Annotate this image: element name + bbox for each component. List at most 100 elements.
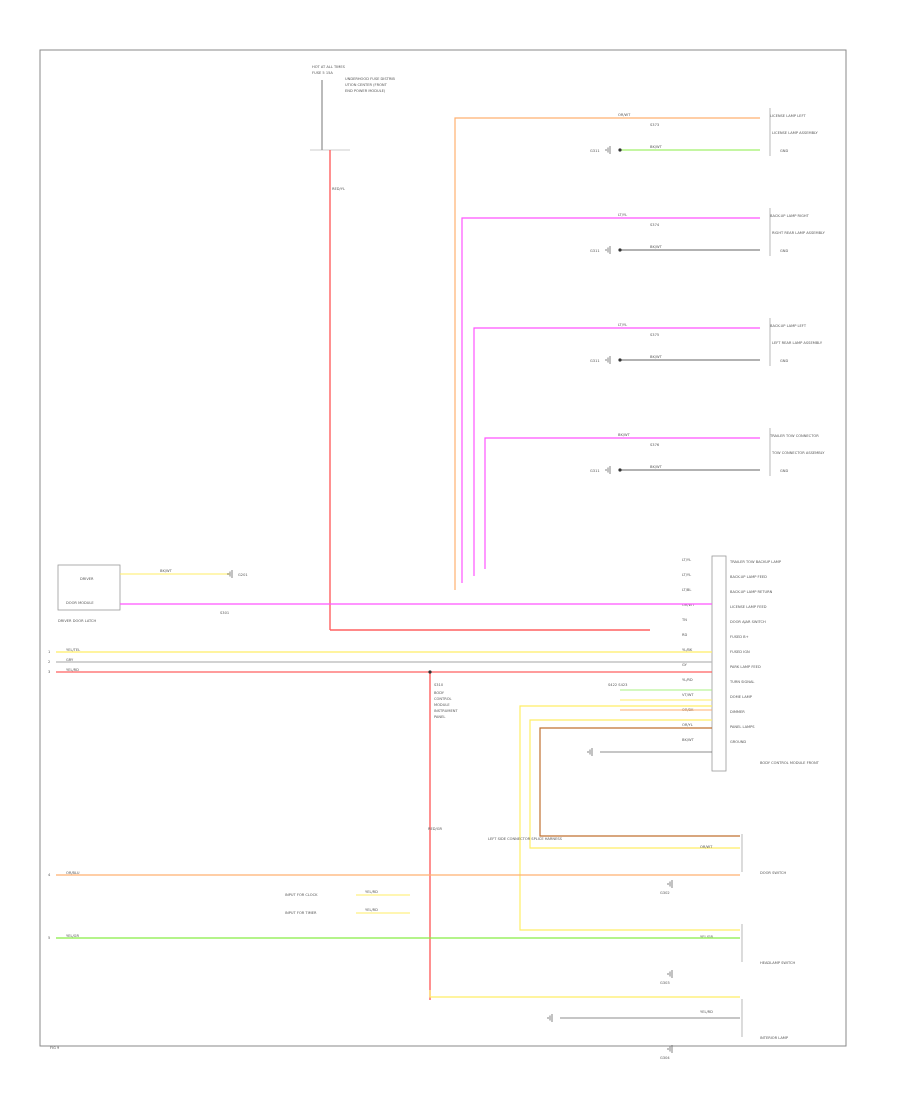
switch-wire-label: OR/WT — [700, 845, 713, 849]
driver-module-title: DRIVER — [80, 577, 94, 581]
connector-pin-label: DIMMER — [730, 710, 745, 714]
lower-input-number: 5 — [48, 936, 50, 940]
lamp-component-label: BACK-UP LAMP RIGHT — [770, 214, 810, 218]
connector-pin-label: PANEL LAMPS — [730, 725, 755, 729]
connector-pin-wire-label: TN — [681, 618, 687, 622]
bottom-fuse-label: INPUT FOR TIMER — [285, 911, 317, 915]
input-wire-label: YEL/TEL — [66, 648, 80, 652]
connector-pin-label: BACK-UP LAMP RETURN — [730, 590, 773, 594]
feed-wire-label: RED/YL — [332, 187, 345, 191]
ground-symbol — [605, 356, 611, 364]
lamp-sub-label: TOW CONNECTOR ASSEMBLY — [771, 451, 825, 455]
center-vertical-wire-label: RED/GR — [428, 827, 443, 831]
connector-pin-wire-label: BK/WT — [682, 738, 695, 742]
switch-wire-label: YEL/GR — [700, 935, 713, 939]
center-block-label: CONTROL — [434, 697, 452, 701]
ground-symbol — [667, 880, 673, 888]
ground-pin-label: GND — [780, 469, 788, 473]
input-wire-label: YEL/RD — [66, 668, 79, 672]
lamp-feed-wire — [461, 217, 760, 583]
input-number-label: 1 — [48, 650, 50, 654]
connector-pin-label: LICENSE LAMP FEED — [730, 605, 767, 609]
connector-pin-wire-label: OR/WT — [682, 603, 695, 607]
interior-lamp-wire — [429, 990, 740, 998]
bottom-fuse-label: INPUT FOR CLOCK — [285, 893, 318, 897]
mid-loop-wire — [529, 719, 740, 849]
ground-symbol — [605, 246, 611, 254]
center-block-label: PANEL — [434, 715, 445, 719]
bottom-fuse-wire-label: YEL/RD — [365, 908, 378, 912]
ground-symbol — [227, 570, 233, 578]
driver-module-box — [57, 564, 121, 611]
lamp-sub-label: LEFT REAR LAMP ASSEMBLY — [772, 341, 823, 345]
ground-wire-label: BK/WT — [650, 465, 663, 469]
ground-splice-dot — [618, 358, 622, 362]
switch-wire-label: YEL/RD — [700, 1010, 713, 1014]
connector-pin-label: TURN SIGNAL — [729, 680, 754, 684]
ground-symbol — [605, 146, 611, 154]
connector-pin-wire-label: GY — [682, 663, 688, 667]
connector-pin-label: GROUND — [730, 740, 746, 744]
ground-pin-label: GND — [780, 249, 788, 253]
lamp-wire-label: BK/WT — [618, 433, 631, 437]
splice-label: S373 — [650, 123, 659, 127]
ground-splice-dot — [618, 248, 622, 252]
bottom-fuse-wire-label: YEL/RD — [365, 890, 378, 894]
ground-symbol — [605, 466, 611, 474]
input-number-label: 3 — [48, 670, 50, 674]
center-block-label: INSTRUMENT — [434, 709, 458, 713]
ground-symbol — [667, 970, 673, 978]
connector-pin-wire-label: VT/WT — [682, 693, 694, 697]
ground-symbol — [547, 1014, 553, 1022]
lamp-sub-label: RIGHT REAR LAMP ASSEMBLY — [772, 231, 826, 235]
connector-pin-label: DOME LAMP — [730, 695, 753, 699]
lower-input-wire-label: OR/BLU — [66, 871, 80, 875]
connector-pin-wire-label: YL/RD — [682, 678, 693, 682]
ground-wire-label: BK/WT — [650, 145, 663, 149]
connector-pin-label: TRAILER TOW BACKUP LAMP — [729, 560, 782, 564]
mid-loop-wire — [539, 727, 740, 837]
lamp-component-label: TRAILER TOW CONNECTOR — [769, 434, 819, 438]
connector-pin-label: BACK-UP LAMP FEED — [730, 575, 767, 579]
splice-group-label: S422 S423 — [608, 683, 627, 687]
figure-label: FIG 9 — [50, 1046, 60, 1050]
splice-label: S376 — [650, 443, 660, 447]
connector-pin-wire-label: RD — [682, 633, 687, 637]
bcm-connector-body — [711, 555, 727, 772]
connector-pin-wire-label: LT/BL — [682, 588, 691, 592]
mid-note-label: LEFT SIDE CONNECTOR SPLICE HARNESS — [488, 837, 563, 841]
lamp-wire-label: LT/YL — [618, 213, 627, 217]
ground-wire-label: BK/WT — [650, 355, 663, 359]
driver-module-label: DRIVER DOOR LATCH — [58, 619, 97, 623]
switch-label: INTERIOR LAMP — [760, 1036, 789, 1040]
lamp-component-label: BACK-UP LAMP LEFT — [770, 324, 807, 328]
ground-splice-dot — [618, 468, 622, 472]
ground-id-label: G311 — [590, 469, 600, 473]
fuse-block-label: UTION CENTER (FRONT — [345, 83, 388, 87]
ground-id-label: G311 — [590, 149, 600, 153]
lower-input-wire-label: YEL/GR — [66, 934, 79, 938]
ground-id-label: G311 — [590, 359, 600, 363]
connector-pin-label: FUSED IGN — [730, 650, 750, 654]
diagram-frame — [39, 49, 847, 1047]
connector-pin-label: PARK LAMP FEED — [730, 665, 761, 669]
bcm-label: BODY CONTROL MODULE FRONT — [760, 761, 820, 765]
fuse-label: FUSE 5 15A — [312, 71, 333, 75]
lamp-wire-label: OR/WT — [618, 113, 631, 117]
ground-symbol — [667, 1045, 673, 1053]
feed-label: HOT AT ALL TIMES — [312, 65, 346, 69]
ground-pin-label: GND — [780, 149, 788, 153]
switch-ground-label: G303 — [660, 981, 670, 985]
lamp-component-label: LICENSE LAMP LEFT — [770, 114, 806, 118]
ground-id-label: G311 — [590, 249, 600, 253]
lamp-wire-label: LT/YL — [618, 323, 627, 327]
lower-input-number: 4 — [48, 873, 51, 877]
input-wire-label: GRY — [66, 658, 74, 662]
center-splice-label: S310 — [434, 683, 444, 687]
lamp-sub-label: LICENSE LAMP ASSEMBLY — [772, 131, 819, 135]
switch-label: DOOR SWITCH — [760, 871, 786, 875]
ground-pin-label: GND — [780, 359, 788, 363]
mid-loop-wire — [519, 705, 740, 931]
